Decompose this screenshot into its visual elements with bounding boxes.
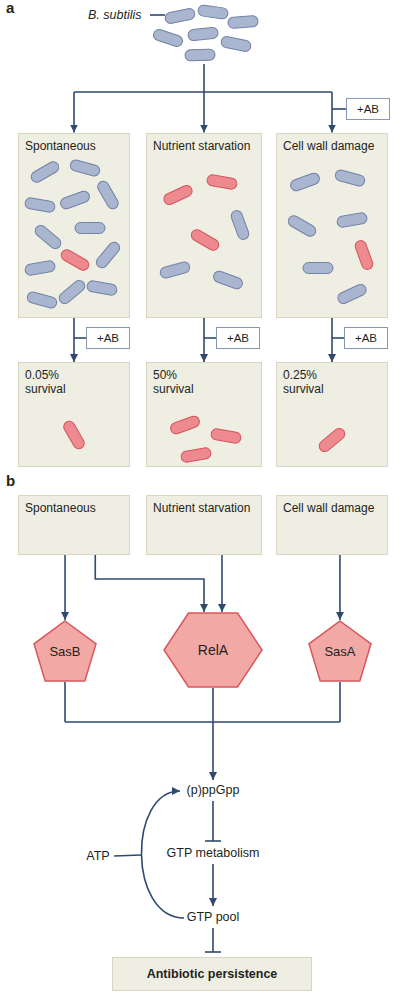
survival-box: 0.25% survival	[276, 362, 388, 467]
tag-connector	[332, 337, 344, 339]
panel-letter: a	[6, 0, 14, 15]
panel-b-wiring	[65, 682, 340, 952]
trigger-box: Nutrient starvation	[146, 495, 262, 555]
node-text: Spontaneous	[25, 139, 96, 153]
enzyme-pentagon: SasB	[33, 620, 97, 682]
branch-line	[74, 91, 332, 93]
node-text: 0.25% survival	[283, 368, 341, 396]
node-text: Antibiotic persistence	[147, 967, 278, 981]
inhibition-line	[212, 928, 214, 952]
condition-box: Spontaneous	[18, 133, 130, 318]
shape-fill	[164, 613, 262, 687]
panel-letter: b	[6, 473, 15, 488]
node-text: +AB	[355, 332, 377, 344]
cell	[188, 27, 219, 41]
node-text: SasA	[324, 644, 355, 659]
cell	[185, 49, 215, 61]
survival-box: 0.05% survival	[18, 362, 130, 467]
cell	[228, 15, 259, 28]
process-label: GTP metabolism	[167, 846, 260, 861]
shape-fill	[309, 621, 371, 681]
trigger-box: Spontaneous	[18, 495, 130, 555]
tag-connector	[74, 337, 86, 339]
flow-arrow	[212, 864, 214, 906]
bacteria-cluster	[152, 4, 258, 61]
node-text: Cell wall damage	[283, 139, 374, 153]
inhibition-line	[212, 801, 214, 841]
organism-name: B. subtilis	[88, 8, 142, 23]
connector-arrow	[95, 555, 204, 612]
merge-line	[65, 721, 340, 723]
cell	[164, 8, 196, 25]
leader-line	[150, 14, 165, 16]
condition-box: Nutrient starvation	[146, 133, 262, 318]
connector-arrow	[73, 318, 75, 362]
cell	[197, 4, 228, 19]
node-text: +AB	[227, 332, 249, 344]
merge-line	[339, 682, 341, 722]
shape-fill	[34, 621, 96, 681]
antibiotic-tag: +AB	[346, 98, 390, 120]
molecule-label: ATP	[86, 849, 109, 864]
tag-connector	[332, 108, 346, 110]
node-text: +AB	[97, 332, 119, 344]
branch-arrow	[331, 92, 333, 133]
atp-input-line	[114, 855, 141, 856]
enzyme-pentagon: SasA	[308, 620, 372, 682]
outcome-box: Antibiotic persistence	[112, 957, 312, 991]
node-text: Nutrient starvation	[153, 139, 250, 153]
branch-arrow	[203, 64, 205, 133]
node-text: RelA	[198, 642, 228, 658]
antibiotic-tag: +AB	[216, 327, 260, 349]
node-text: Spontaneous	[25, 501, 96, 515]
inhibition-bar	[205, 951, 221, 953]
antibiotic-tag: +AB	[86, 327, 130, 349]
connector-arrow	[221, 555, 223, 612]
merge-line	[64, 682, 66, 722]
node-text: 0.05% survival	[25, 368, 83, 396]
survival-box: 50% survival	[146, 362, 262, 467]
node-text: +AB	[357, 103, 379, 115]
branch-arrow	[73, 92, 75, 133]
pool-label: GTP pool	[187, 910, 240, 925]
connector-arrow	[339, 555, 341, 620]
node-text: Cell wall damage	[283, 501, 374, 515]
flow-arrow	[212, 722, 214, 780]
node-text: Nutrient starvation	[153, 501, 250, 515]
cell	[220, 36, 252, 53]
antibiotic-tag: +AB	[344, 327, 388, 349]
trigger-box: Cell wall damage	[276, 495, 388, 555]
connector-arrow	[203, 318, 205, 362]
merge-line	[212, 688, 214, 722]
enzyme-hexagon: RelA	[163, 612, 263, 688]
tag-connector	[204, 337, 216, 339]
inhibition-bar	[205, 840, 221, 842]
node-text: 50% survival	[153, 368, 211, 396]
node-text: SasB	[49, 644, 80, 659]
cell	[152, 28, 184, 48]
connector-arrow	[64, 555, 66, 620]
molecule-label: (p)ppGpp	[187, 783, 240, 798]
connector-arrow	[331, 318, 333, 362]
condition-box: Cell wall damage	[276, 133, 388, 318]
